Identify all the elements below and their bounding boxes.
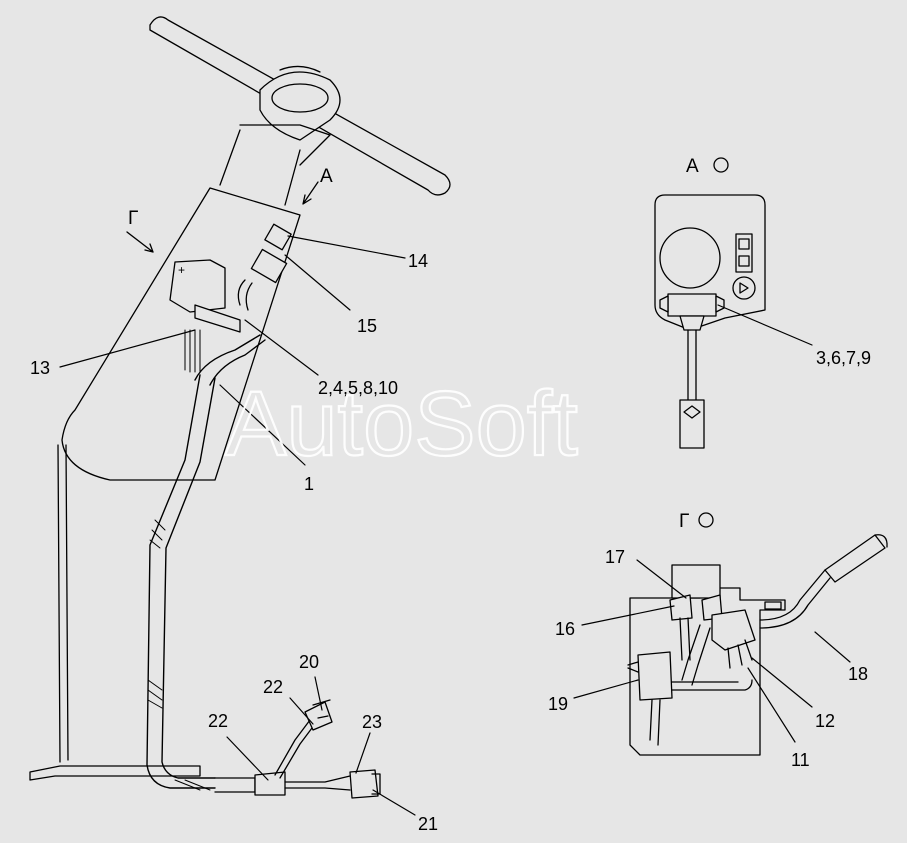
connector-14-15 [237, 223, 292, 311]
steering-wheel [149, 16, 451, 206]
leader-lines [59, 235, 851, 816]
callout-2-4-5-8-10: 2,4,5,8,10 [318, 378, 398, 398]
view-a-title: A [686, 156, 699, 177]
switch-block: + [169, 259, 241, 333]
callout-22-upper: 22 [263, 677, 283, 697]
callout-21: 21 [418, 814, 438, 834]
callout-14: 14 [408, 251, 428, 271]
callout-16: 16 [555, 619, 575, 639]
view-a-arrow-letter: A [320, 166, 333, 187]
view-g-title: Г [679, 511, 689, 532]
watermark: AutoSoft [225, 373, 578, 475]
callout-23: 23 [362, 712, 382, 732]
view-arrow-g [126, 231, 154, 253]
view-arrow-a [302, 181, 319, 205]
callout-15: 15 [357, 316, 377, 336]
view-a-panel [654, 157, 766, 449]
callout-22-lower: 22 [208, 711, 228, 731]
callout-19: 19 [548, 694, 568, 714]
column-housing [29, 187, 301, 781]
svg-text:+: + [178, 263, 185, 277]
callout-17: 17 [605, 547, 625, 567]
view-g-panel [627, 512, 888, 756]
wire-harness [146, 329, 381, 799]
callout-13: 13 [30, 358, 50, 378]
view-g-arrow-letter: Г [128, 208, 138, 229]
callout-18: 18 [848, 664, 868, 684]
callout-20: 20 [299, 652, 319, 672]
callout-12: 12 [815, 711, 835, 731]
callout-3-6-7-9: 3,6,7,9 [816, 348, 871, 368]
callout-11: 11 [791, 750, 810, 770]
callout-1: 1 [304, 474, 314, 494]
